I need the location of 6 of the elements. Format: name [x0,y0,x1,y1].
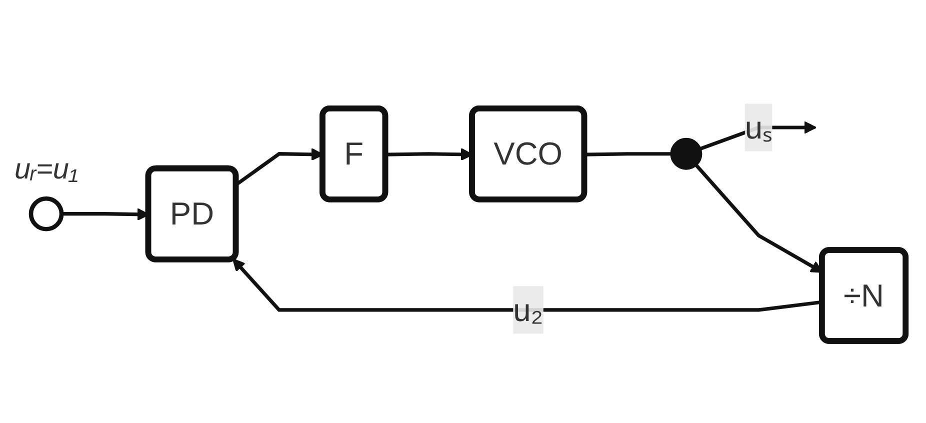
edge-label: u₂ [513,292,544,328]
node-circle [28,196,64,232]
edge-label: uₛ [744,109,773,146]
terminal-label: uᵣ=u₁ [14,153,78,186]
connector [584,152,671,156]
node-circle [670,138,702,170]
